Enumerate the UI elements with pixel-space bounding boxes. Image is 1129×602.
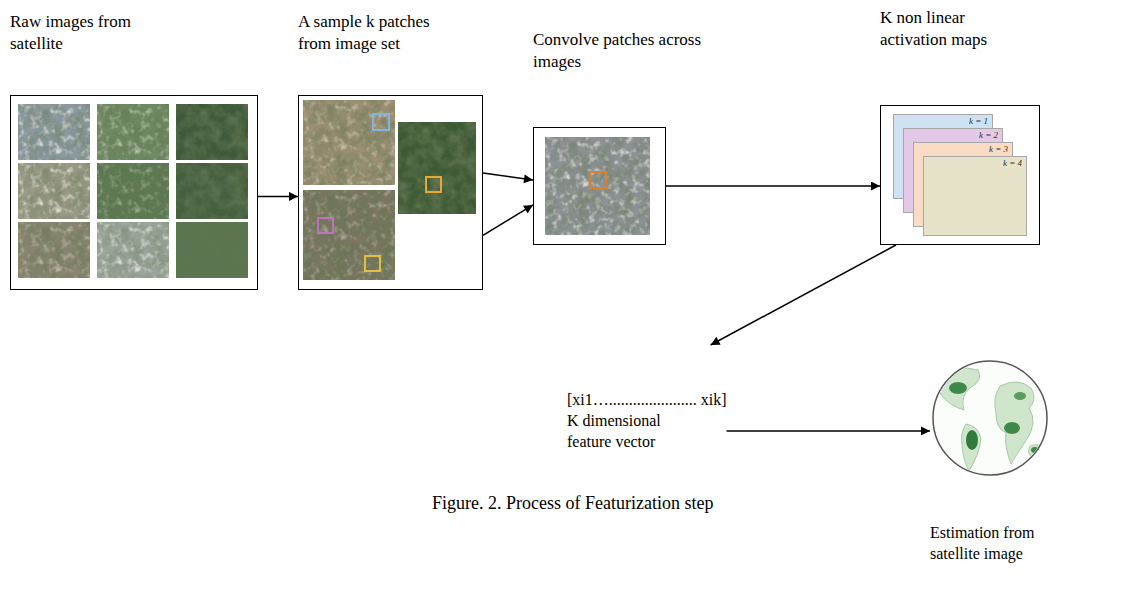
box-heading: K non linear activation maps xyxy=(880,7,1005,51)
map-label: k = 3 xyxy=(914,143,1012,155)
tile-texture xyxy=(18,222,90,278)
flow-arrow xyxy=(711,245,896,345)
patch-images xyxy=(303,100,476,280)
satellite-tile xyxy=(176,163,248,219)
tile-texture xyxy=(398,122,476,214)
satellite-tile xyxy=(97,104,169,160)
tile-ground xyxy=(97,163,169,219)
tile-texture xyxy=(18,163,90,219)
tile-texture xyxy=(545,137,650,235)
patch-square xyxy=(590,172,606,188)
tile-texture xyxy=(97,104,169,160)
tile-texture xyxy=(545,137,650,235)
satellite-tile xyxy=(18,104,90,160)
tile-texture xyxy=(18,163,90,219)
tile-texture xyxy=(97,222,169,278)
tile-texture xyxy=(97,104,169,160)
tile-ground xyxy=(176,163,248,219)
forest-patch xyxy=(966,430,978,450)
tile-texture xyxy=(97,222,169,278)
patch-square xyxy=(318,218,333,233)
tile-texture xyxy=(18,222,90,278)
globe-outline xyxy=(933,361,1047,475)
flow-arrow xyxy=(666,185,880,187)
forest-patch xyxy=(1014,392,1026,400)
tile-texture xyxy=(97,163,169,219)
activation-map: k = 4 xyxy=(923,156,1027,236)
activation-maps-box: K non linear activation mapsk = 1k = 2k … xyxy=(880,105,1040,245)
satellite-tile xyxy=(97,163,169,219)
satellite-tile xyxy=(176,104,248,160)
map-label: k = 1 xyxy=(894,115,992,127)
continent xyxy=(1028,445,1044,457)
globe xyxy=(933,361,1047,475)
box-heading: Convolve patches across images xyxy=(533,29,723,73)
figure-caption: Figure. 2. Process of Featurization step xyxy=(432,493,713,514)
tile-texture xyxy=(18,104,90,160)
flow-arrow xyxy=(727,430,930,432)
tile-ground xyxy=(18,104,90,160)
tile-texture xyxy=(18,104,90,160)
patch-sample-box: A sample k patches from image set xyxy=(298,95,483,290)
box-heading: A sample k patches from image set xyxy=(298,11,453,55)
tile-ground xyxy=(303,190,395,280)
tile-texture xyxy=(176,104,248,160)
patch-square xyxy=(365,256,380,271)
tile-ground xyxy=(176,222,248,278)
satellite-tile xyxy=(18,163,90,219)
tile-ground xyxy=(176,104,248,160)
tile-ground xyxy=(97,104,169,160)
patch-square xyxy=(373,114,389,130)
flow-arrow xyxy=(483,173,533,180)
tile-texture xyxy=(303,190,395,280)
tile-texture xyxy=(176,222,248,278)
image-set-box: Raw images from satellite xyxy=(10,95,258,290)
tile-ground xyxy=(97,222,169,278)
patch-square xyxy=(426,177,441,192)
continents xyxy=(937,368,1044,471)
tile-ground xyxy=(18,163,90,219)
box-heading: Raw images from satellite xyxy=(10,11,175,55)
flow-arrow xyxy=(483,205,533,236)
output-label: Estimation from satellite image xyxy=(930,523,1070,565)
estimation-output: Estimation from satellite image xyxy=(930,360,1070,565)
continent xyxy=(937,368,979,410)
tile-ground xyxy=(18,222,90,278)
satellite-tile xyxy=(303,190,395,280)
feature-vector-group: [xi1…...................... xik]K dimens… xyxy=(567,345,727,452)
flow-arrow xyxy=(258,196,298,198)
satellite-tile xyxy=(398,122,476,214)
satellite-tile xyxy=(176,222,248,278)
satellite-tiles xyxy=(18,104,248,278)
forest-patch xyxy=(1031,447,1039,453)
tile-texture xyxy=(97,163,169,219)
satellite-tile xyxy=(97,222,169,278)
feature-vector: [xi1…...................... xik] xyxy=(567,390,727,411)
tile-texture xyxy=(303,190,395,280)
tile-ground xyxy=(303,100,395,185)
satellite-tile xyxy=(18,222,90,278)
forest-patch xyxy=(949,382,967,394)
convolved-image xyxy=(545,137,650,235)
tile-texture xyxy=(303,100,395,185)
map-label: k = 2 xyxy=(904,129,1002,141)
tile-ground xyxy=(398,122,476,214)
continent xyxy=(962,424,982,471)
satellite-tile xyxy=(303,100,395,185)
tile-texture xyxy=(303,100,395,185)
feature-caption: K dimensional feature vector xyxy=(567,411,692,453)
forest-patch xyxy=(1004,422,1020,434)
map-label: k = 4 xyxy=(924,157,1026,169)
convolution-box: Convolve patches across images xyxy=(533,127,666,245)
tile-ground xyxy=(545,137,650,235)
tile-texture xyxy=(176,163,248,219)
